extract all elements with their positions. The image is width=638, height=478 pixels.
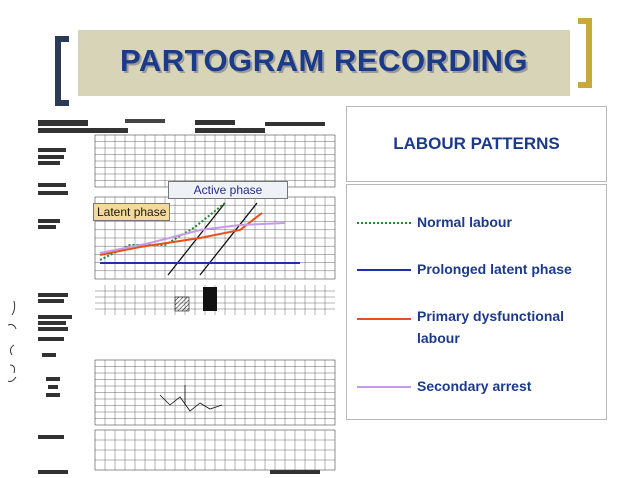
form-header-text bbox=[265, 122, 325, 126]
secondary-arrest-swatch bbox=[357, 386, 411, 388]
prolonged-latent-swatch bbox=[357, 269, 411, 271]
contraction-mark bbox=[203, 287, 217, 311]
primary-dysfunctional-swatch bbox=[357, 318, 411, 320]
form-header-text bbox=[195, 120, 235, 125]
active-phase-label: Active phase bbox=[168, 181, 288, 199]
form-row-labels bbox=[38, 148, 72, 439]
panel-title: LABOUR PATTERNS bbox=[393, 134, 560, 153]
action-line bbox=[199, 202, 258, 276]
secondary-arrest-curve bbox=[99, 222, 286, 254]
legend-item-prolonged: Prolonged latent phase bbox=[417, 261, 572, 277]
slide-title: PARTOGRAM RECORDING bbox=[120, 43, 528, 78]
form-footer-text bbox=[270, 470, 320, 474]
legend-item-secondary: Secondary arrest bbox=[417, 378, 532, 394]
labour-patterns-panel: LABOUR PATTERNS bbox=[346, 106, 607, 182]
legend-item-primary: Primary dysfunctional labour bbox=[417, 308, 565, 346]
form-footer-text bbox=[38, 470, 68, 474]
right-bracket-decoration bbox=[578, 18, 592, 88]
left-bracket-decoration bbox=[55, 36, 69, 106]
form-header-text bbox=[195, 128, 265, 133]
contraction-mark bbox=[174, 296, 190, 312]
normal-labour-curve bbox=[99, 202, 226, 261]
latent-phase-label: Latent phase bbox=[93, 203, 171, 221]
vital-signs-grid bbox=[94, 359, 336, 426]
legend-panel: Normal labour Prolonged latent phase Pri… bbox=[346, 184, 607, 420]
form-header-text bbox=[38, 120, 88, 126]
title-band bbox=[78, 30, 570, 96]
partograph-form-image bbox=[7, 119, 336, 474]
form-header-text bbox=[125, 119, 165, 123]
pulse-trace bbox=[159, 394, 223, 412]
handwritten-notes bbox=[7, 300, 17, 382]
normal-labour-swatch bbox=[357, 222, 411, 224]
urine-grid bbox=[94, 429, 336, 471]
form-header-text bbox=[38, 128, 128, 133]
legend-item-normal: Normal labour bbox=[417, 214, 512, 230]
